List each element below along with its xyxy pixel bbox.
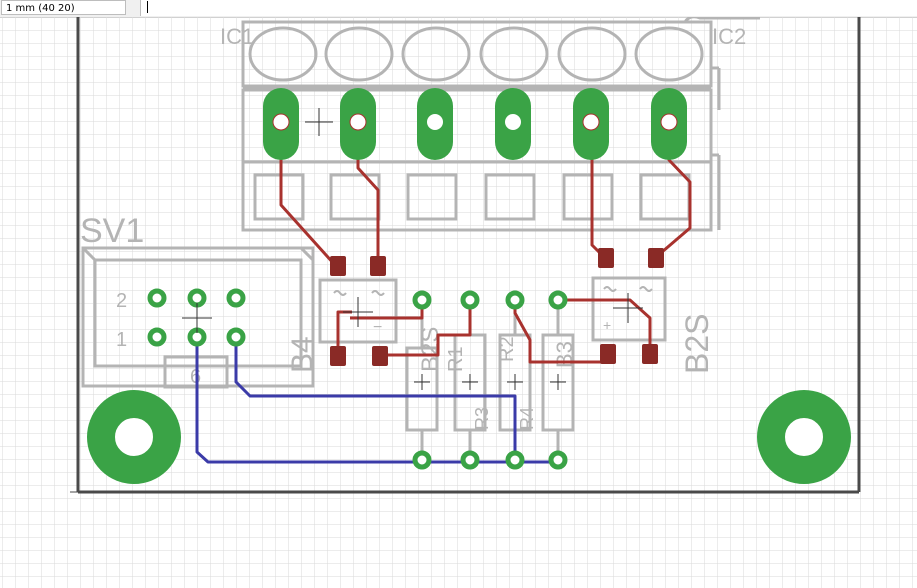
board-canvas[interactable]: IC1 IC2 SV1 2 1 6 B4 B2S − + [0,17,917,588]
mounting-holes [87,390,851,484]
bridge-b4-silkscreen [318,278,398,344]
label-b3: B3 [552,341,577,368]
label-r2: R2 [496,336,518,362]
bridge-b2s-silkscreen [591,276,667,342]
text-caret [147,1,148,14]
board-outline [70,17,861,494]
label-ic1: IC1 [220,24,254,49]
toolbar: 1 mm (40 20) [0,0,917,18]
label-b2s: B2S [679,314,715,374]
b4-minus-sign: − [373,319,382,336]
label-r4: R4 [517,407,537,430]
label-ic2: IC2 [712,24,746,49]
label-sv1-pin2: 2 [116,290,127,312]
grid-background [0,17,917,588]
ic-silkscreen [241,17,760,232]
label-sv1-pin1: 1 [116,329,127,351]
label-r1: R1 [445,346,467,372]
label-b4: B4 [286,336,319,373]
label-sv1: SV1 [80,212,144,250]
b2s-plus-sign: + [603,317,611,333]
smd-pads [330,248,664,366]
origin-markers [182,108,643,390]
bridge-symbols [333,286,653,296]
label-r3: R3 [472,407,492,430]
bottom-traces [195,337,558,464]
command-line-input[interactable] [140,0,917,16]
ic-ovals [248,26,704,82]
ic-drill-holes [272,113,678,131]
round-pads [147,288,568,470]
coordinate-readout: 1 mm (40 20) [1,0,126,15]
label-b2s-small: B2S [417,327,444,372]
